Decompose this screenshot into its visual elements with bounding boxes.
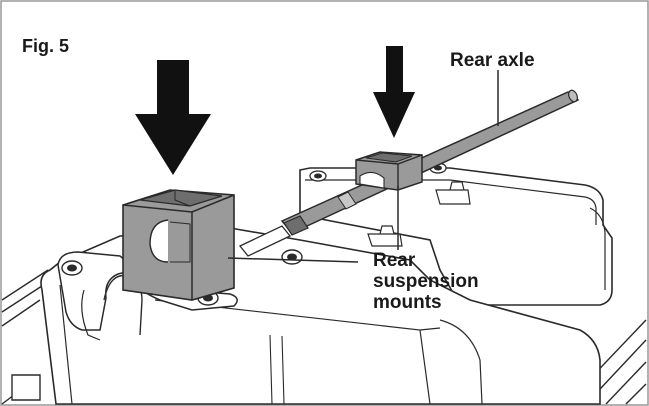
- chassis-tab: [367, 225, 403, 247]
- figure-number: Fig. 5: [22, 36, 70, 56]
- mounts-label-line: suspension: [373, 271, 479, 292]
- screw: [281, 249, 303, 265]
- rear-suspension-mounts-label: Rear suspension mounts: [373, 250, 479, 313]
- mounts-leader-line: [227, 257, 359, 263]
- chassis-right-side: [439, 319, 483, 405]
- chassis-rails: [1, 269, 49, 405]
- chassis-side-line: [269, 334, 285, 405]
- chassis-front-edge: [59, 284, 73, 405]
- screw: [309, 170, 327, 182]
- rear-axle-label: Rear axle: [450, 50, 535, 71]
- rear-axle: [238, 89, 580, 257]
- down-arrow-icon: [135, 60, 211, 175]
- mounts-label-line: Rear: [373, 250, 416, 271]
- screw: [61, 260, 83, 276]
- chassis-rear-block: [299, 167, 613, 306]
- left-suspension-mount: [122, 189, 235, 301]
- chassis-rear-edge: [305, 179, 597, 225]
- right-suspension-mount: [355, 151, 423, 191]
- left-clamp-hole-arc: [81, 289, 101, 341]
- chassis-fold-line: [154, 299, 441, 405]
- mounts-label-line: mounts: [373, 292, 442, 313]
- down-arrow-icon: [373, 46, 415, 138]
- chassis-rear-inner: [589, 207, 606, 290]
- chassis-tab: [435, 181, 471, 205]
